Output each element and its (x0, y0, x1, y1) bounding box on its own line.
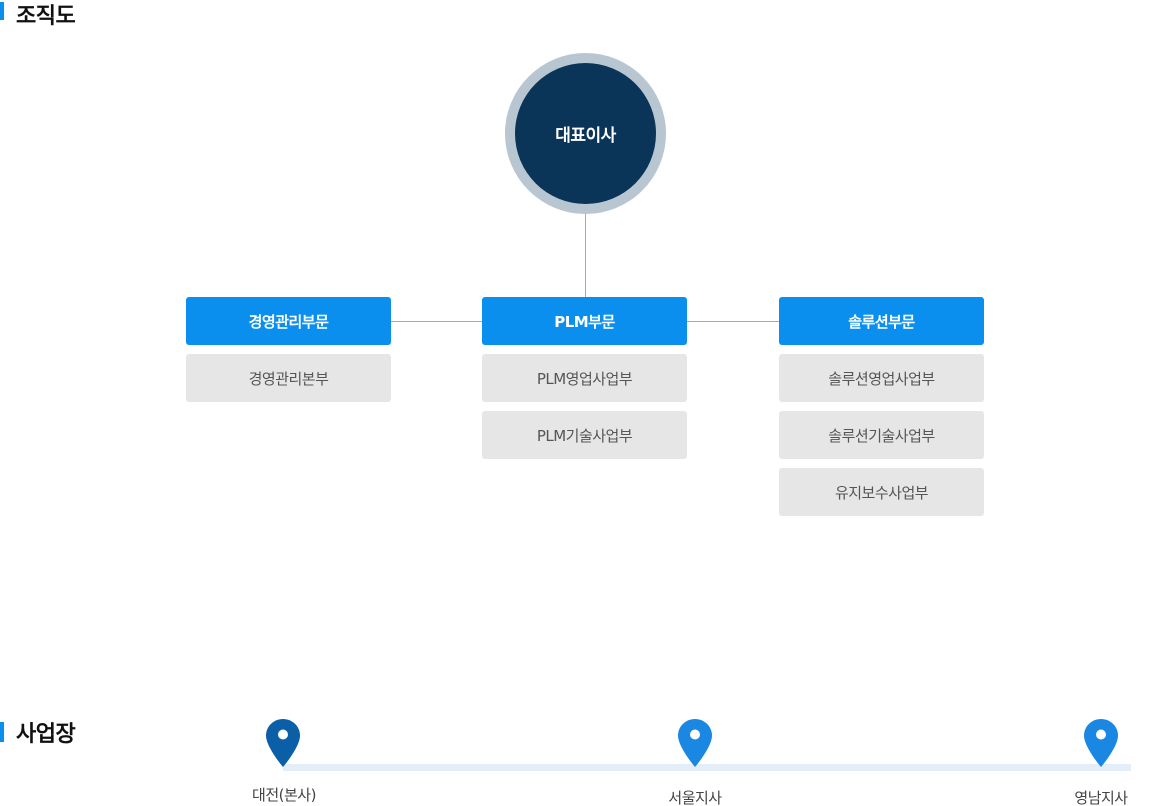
ceo-node: 대표이사 (515, 63, 656, 204)
ceo-node-ring: 대표이사 (505, 53, 666, 214)
right-connector-line (687, 321, 779, 322)
org-section-title: 조직도 (0, 0, 76, 30)
sites-title-text: 사업장 (16, 722, 76, 747)
map-pin-icon[interactable] (677, 718, 713, 768)
dept-management: 경영관리부문 (186, 297, 391, 345)
map-pin-icon[interactable] (1083, 718, 1119, 768)
site-label-daejeon: 대전(본사) (252, 786, 316, 804)
sites-section-title: 사업장 (0, 716, 76, 748)
dept-plm: PLM부문 (482, 297, 687, 345)
site-label-yeongnam: 영남지사 (1074, 789, 1128, 806)
dept-solution: 솔루션부문 (779, 297, 984, 345)
org-title-text: 조직도 (16, 4, 76, 29)
title-accent-bar (0, 722, 4, 742)
site-label-seoul: 서울지사 (668, 789, 722, 806)
unit-plm-tech: PLM기술사업부 (482, 411, 687, 459)
left-connector-line (391, 321, 482, 322)
map-pin-icon[interactable] (265, 718, 301, 768)
unit-management-hq: 경영관리본부 (186, 354, 391, 402)
unit-solution-tech: 솔루션기술사업부 (779, 411, 984, 459)
unit-solution-sales: 솔루션영업사업부 (779, 354, 984, 402)
title-accent-bar (0, 2, 4, 20)
unit-plm-sales: PLM영업사업부 (482, 354, 687, 402)
ceo-connector-line (585, 214, 586, 297)
sites-timeline-track (283, 764, 1131, 771)
unit-maintenance: 유지보수사업부 (779, 468, 984, 516)
